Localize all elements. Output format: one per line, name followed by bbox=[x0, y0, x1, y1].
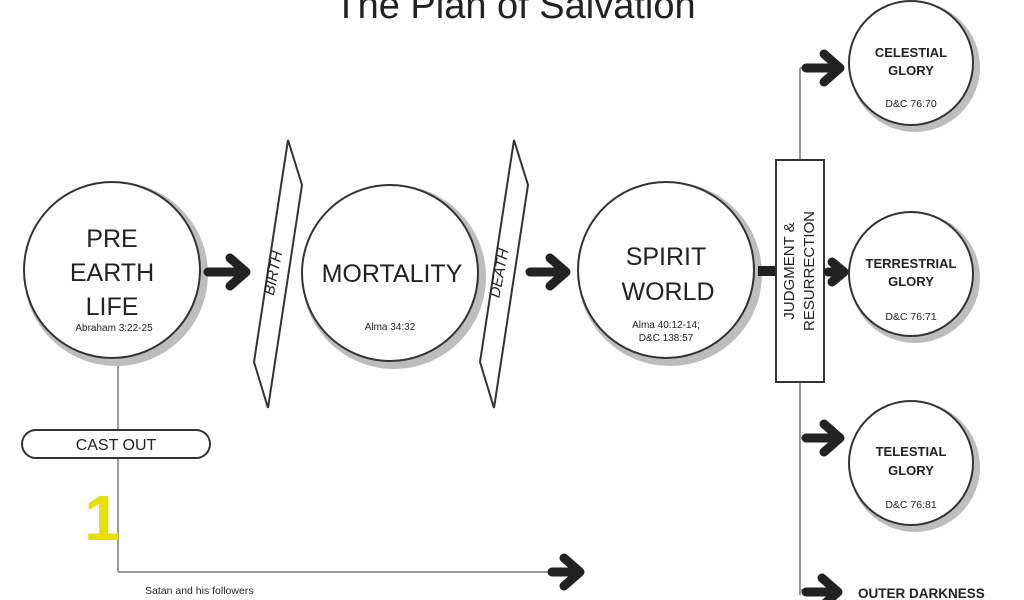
outer-darkness-label: OUTER DARKNESS bbox=[858, 586, 985, 600]
mortality-reference: Alma 34:32 bbox=[365, 322, 416, 333]
terrestrial-glory-node: TERRESTRIAL GLORY D&C 76:71 bbox=[848, 211, 980, 343]
cast-out-label: CAST OUT bbox=[76, 437, 157, 454]
terrestrial-line-2: GLORY bbox=[888, 274, 934, 289]
pre-earth-line-2: EARTH bbox=[70, 259, 154, 287]
spirit-world-node: SPIRIT WORLD Alma 40:12-14; D&C 138:57 bbox=[577, 181, 762, 366]
terrestrial-line-1: TERRESTRIAL bbox=[866, 256, 957, 271]
telestial-line-1: TELESTIAL bbox=[876, 444, 947, 459]
telestial-reference: D&C 76:81 bbox=[885, 499, 937, 511]
death-veil: DEATH bbox=[478, 139, 530, 409]
arrow-satan-path bbox=[547, 553, 585, 591]
telestial-line-2: GLORY bbox=[888, 463, 934, 478]
arrow-to-outer-darkness bbox=[801, 573, 843, 600]
spirit-world-reference-2: D&C 138:57 bbox=[639, 333, 694, 344]
judgment-line-2: RESURRECTION bbox=[801, 211, 818, 331]
pre-earth-life-node: PRE EARTH LIFE Abraham 3:22-25 bbox=[23, 181, 208, 366]
arrow-to-celestial bbox=[801, 49, 845, 87]
spirit-to-judgment-connector bbox=[758, 266, 776, 276]
marker-number: 1 bbox=[84, 482, 120, 554]
celestial-reference: D&C 76:70 bbox=[885, 98, 937, 110]
spirit-world-reference-1: Alma 40:12-14; bbox=[632, 320, 700, 331]
celestial-line-2: GLORY bbox=[888, 63, 934, 78]
pre-earth-line-1: PRE bbox=[86, 225, 137, 253]
celestial-line-1: CELESTIAL bbox=[875, 45, 947, 60]
pre-earth-line-3: LIFE bbox=[86, 293, 139, 321]
spirit-world-line-2: WORLD bbox=[621, 278, 714, 306]
judgment-line-1: JUDGMENT & bbox=[781, 222, 798, 319]
mortality-node: MORTALITY Alma 34:32 bbox=[301, 184, 486, 369]
celestial-glory-node: CELESTIAL GLORY D&C 76:70 bbox=[848, 0, 980, 132]
spirit-world-line-1: SPIRIT bbox=[626, 243, 707, 271]
diagram-title: The Plan of Salvation bbox=[334, 0, 695, 27]
satan-note: Satan and his followers bbox=[145, 585, 254, 597]
telestial-glory-node: TELESTIAL GLORY D&C 76:81 bbox=[848, 400, 980, 532]
pre-earth-reference: Abraham 3:22-25 bbox=[75, 323, 153, 334]
birth-veil: BIRTH bbox=[252, 139, 304, 409]
arrow-pre-to-birth bbox=[203, 253, 251, 291]
arrow-to-telestial bbox=[801, 419, 845, 457]
arrow-to-terrestrial bbox=[823, 257, 849, 287]
arrow-death-to-spirit-world bbox=[525, 253, 571, 291]
mortality-label: MORTALITY bbox=[322, 260, 463, 288]
terrestrial-reference: D&C 76:71 bbox=[885, 311, 937, 323]
cast-out-box: CAST OUT bbox=[21, 429, 211, 459]
judgment-resurrection-box: JUDGMENT & RESURRECTION bbox=[775, 159, 825, 383]
